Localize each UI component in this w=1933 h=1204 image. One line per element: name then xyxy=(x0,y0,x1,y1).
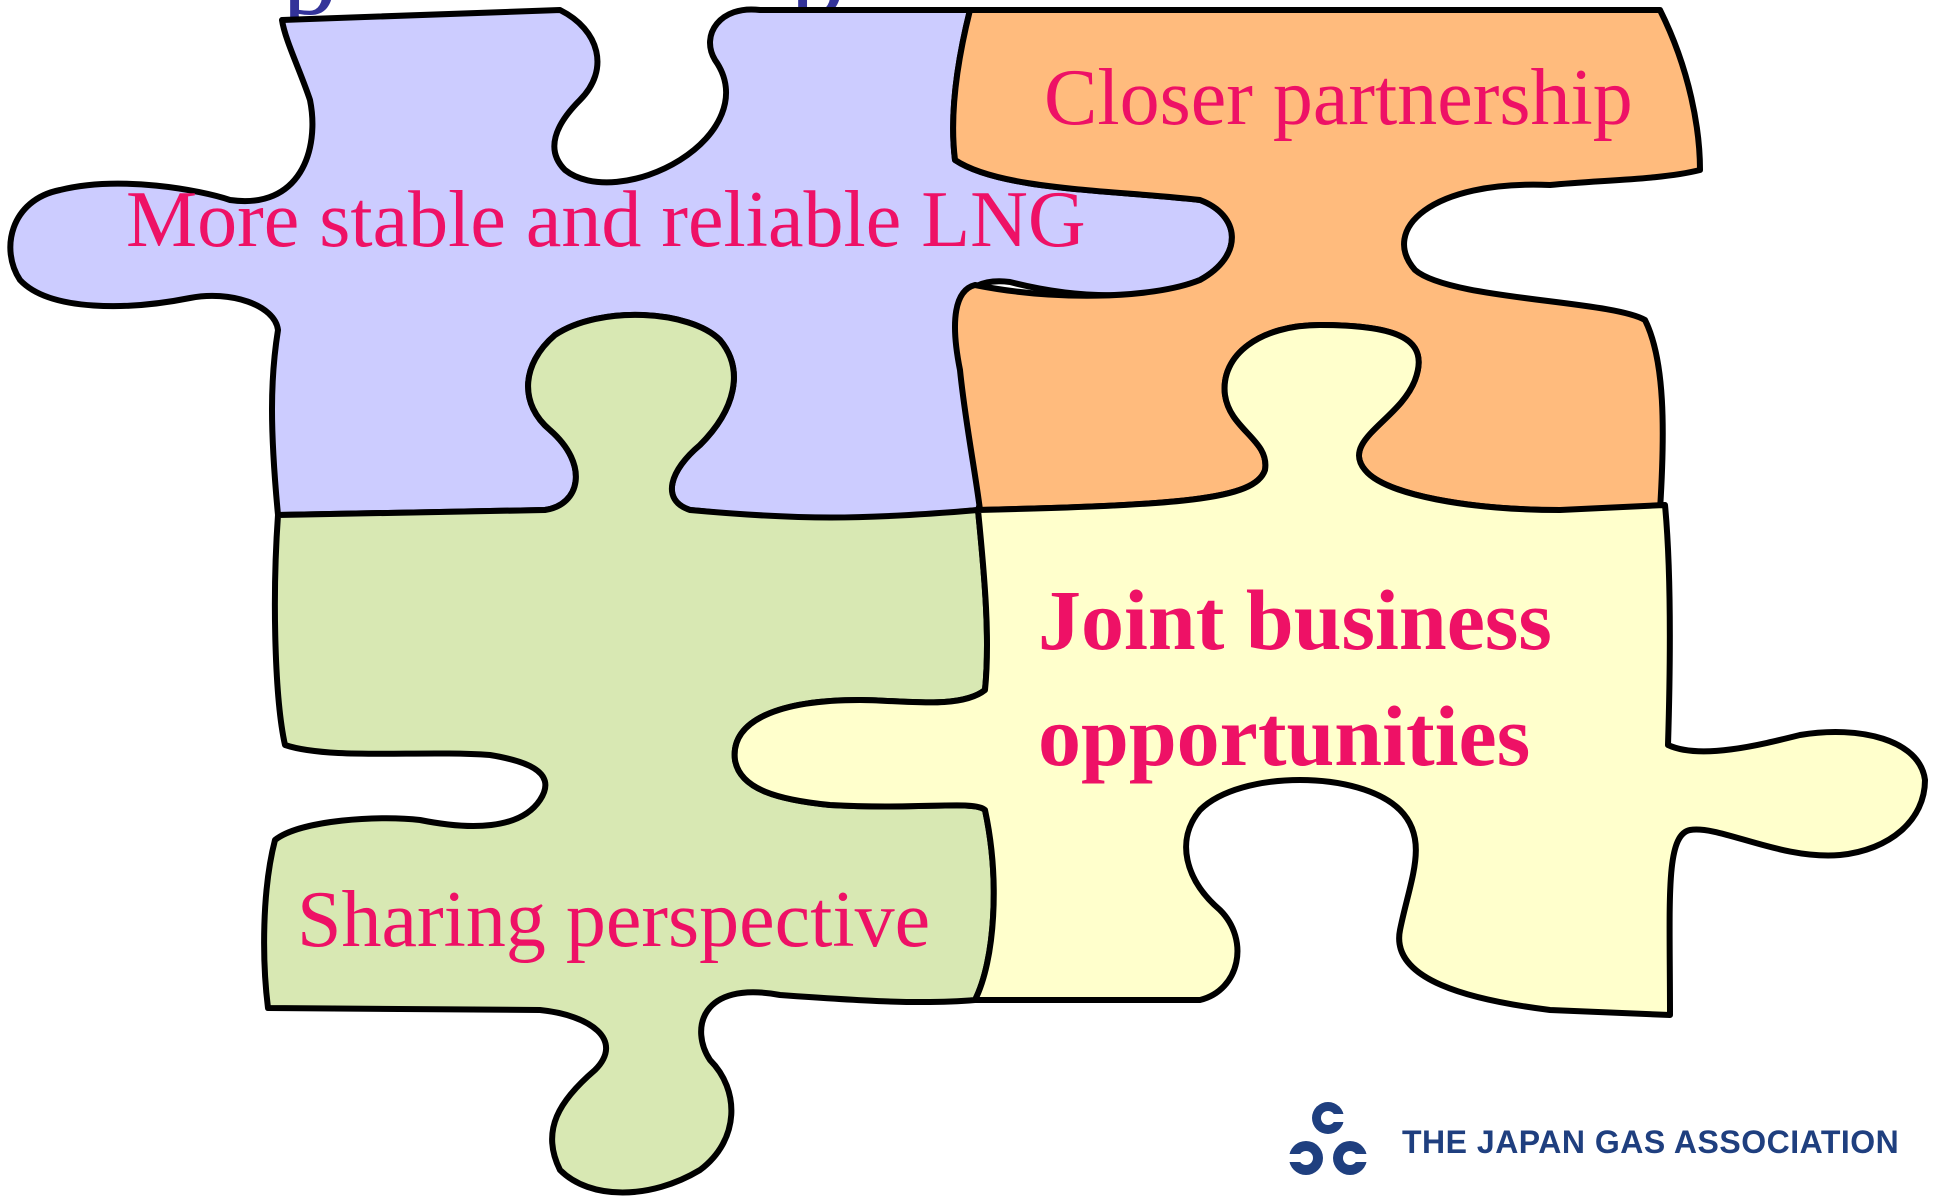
jga-emblem-icon xyxy=(1288,1102,1368,1175)
label-closer-partnership: Closer partnership xyxy=(1044,54,1633,142)
japan-gas-association-logo: THE JAPAN GAS ASSOCIATION xyxy=(1282,1096,1899,1188)
puzzle-piece-bottom-right xyxy=(731,322,1928,1018)
label-stable-lng: More stable and reliable LNG xyxy=(126,176,1086,264)
logo-text: THE JAPAN GAS ASSOCIATION xyxy=(1402,1124,1900,1160)
label-joint-business: Joint business opportunities xyxy=(1038,572,1552,784)
label-sharing-perspective: Sharing perspective xyxy=(297,876,931,964)
